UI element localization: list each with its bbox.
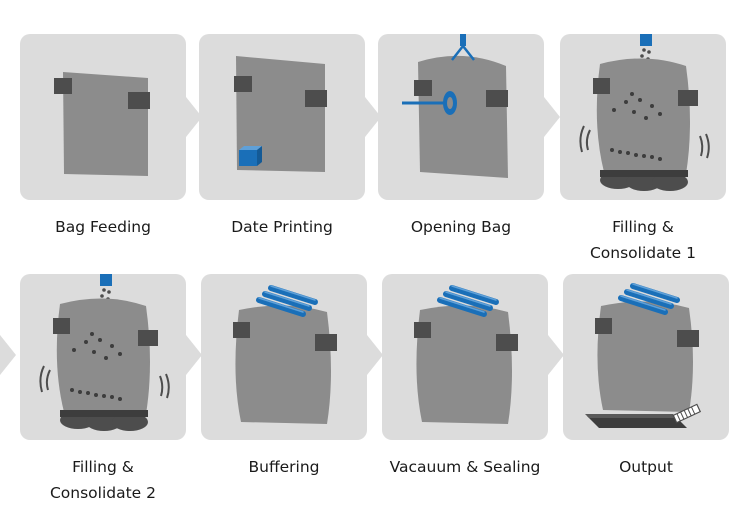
bag-icon	[236, 56, 325, 172]
bag-feeding-panel	[20, 34, 186, 200]
step-label: Buffering	[248, 458, 320, 476]
sealing-bar-icon	[256, 285, 318, 317]
bag-icon	[56, 298, 150, 414]
clamp-icon	[496, 334, 518, 351]
arrow-right-icon	[548, 335, 564, 375]
filling-nozzle-icon	[640, 34, 652, 46]
step-label: Filling & Consolidate 2	[49, 458, 157, 502]
step-label: Opening Bag	[410, 218, 512, 236]
product-dots	[70, 332, 122, 401]
clamp-icon	[305, 90, 327, 107]
clamp-icon	[233, 322, 250, 338]
vacuum-sealing-panel	[382, 274, 548, 440]
conveyor-icon	[585, 403, 702, 428]
printer-block-icon	[239, 146, 262, 166]
clamp-icon	[54, 78, 72, 94]
filling-2-panel	[20, 274, 186, 440]
filling-1-panel	[560, 34, 726, 200]
clamp-icon	[677, 330, 699, 347]
arrow-right-icon	[544, 97, 560, 137]
arrow-right-icon	[367, 335, 383, 375]
step-label: Output	[619, 458, 673, 476]
arrow-right-icon	[186, 335, 202, 375]
output-panel	[563, 274, 729, 440]
bag-icon	[597, 301, 693, 412]
clamp-icon	[595, 318, 612, 334]
clamp-icon	[315, 334, 337, 351]
step-label: Vacauum & Sealing	[389, 458, 541, 476]
arrow-right-icon	[186, 97, 202, 137]
clamp-icon	[414, 80, 432, 96]
arrow-right-icon	[0, 335, 16, 375]
arrow-right-icon	[365, 97, 381, 137]
conveyor-rollers-icon	[600, 170, 688, 191]
clamp-icon	[53, 318, 70, 334]
clamp-icon	[593, 78, 610, 94]
bag-icon	[596, 58, 690, 174]
bag-icon	[63, 72, 148, 176]
clamp-icon	[486, 90, 508, 107]
vibration-icon	[39, 365, 170, 399]
opener-probe-icon	[402, 91, 457, 115]
clamp-icon	[138, 330, 158, 346]
vibration-icon	[579, 125, 710, 159]
filling-nozzle-icon	[100, 274, 112, 286]
clamp-icon	[234, 76, 252, 92]
bag-icon	[418, 55, 508, 178]
sealing-bar-icon	[437, 285, 499, 317]
step-label: Bag Feeding	[55, 218, 151, 236]
clamp-icon	[414, 322, 431, 338]
bag-icon	[235, 305, 331, 424]
clamp-icon	[128, 92, 150, 109]
buffering-panel	[201, 274, 367, 440]
conveyor-rollers-icon	[60, 410, 148, 431]
suction-gripper-icon	[451, 34, 475, 61]
step-label: Date Printing	[231, 218, 333, 236]
sealing-bar-icon	[618, 283, 680, 315]
bag-icon	[416, 305, 512, 424]
step-label: Filling & Consolidate 1	[589, 218, 697, 262]
clamp-icon	[678, 90, 698, 106]
date-printing-panel	[199, 34, 365, 200]
opening-bag-panel	[378, 34, 544, 200]
product-dots	[610, 92, 662, 161]
